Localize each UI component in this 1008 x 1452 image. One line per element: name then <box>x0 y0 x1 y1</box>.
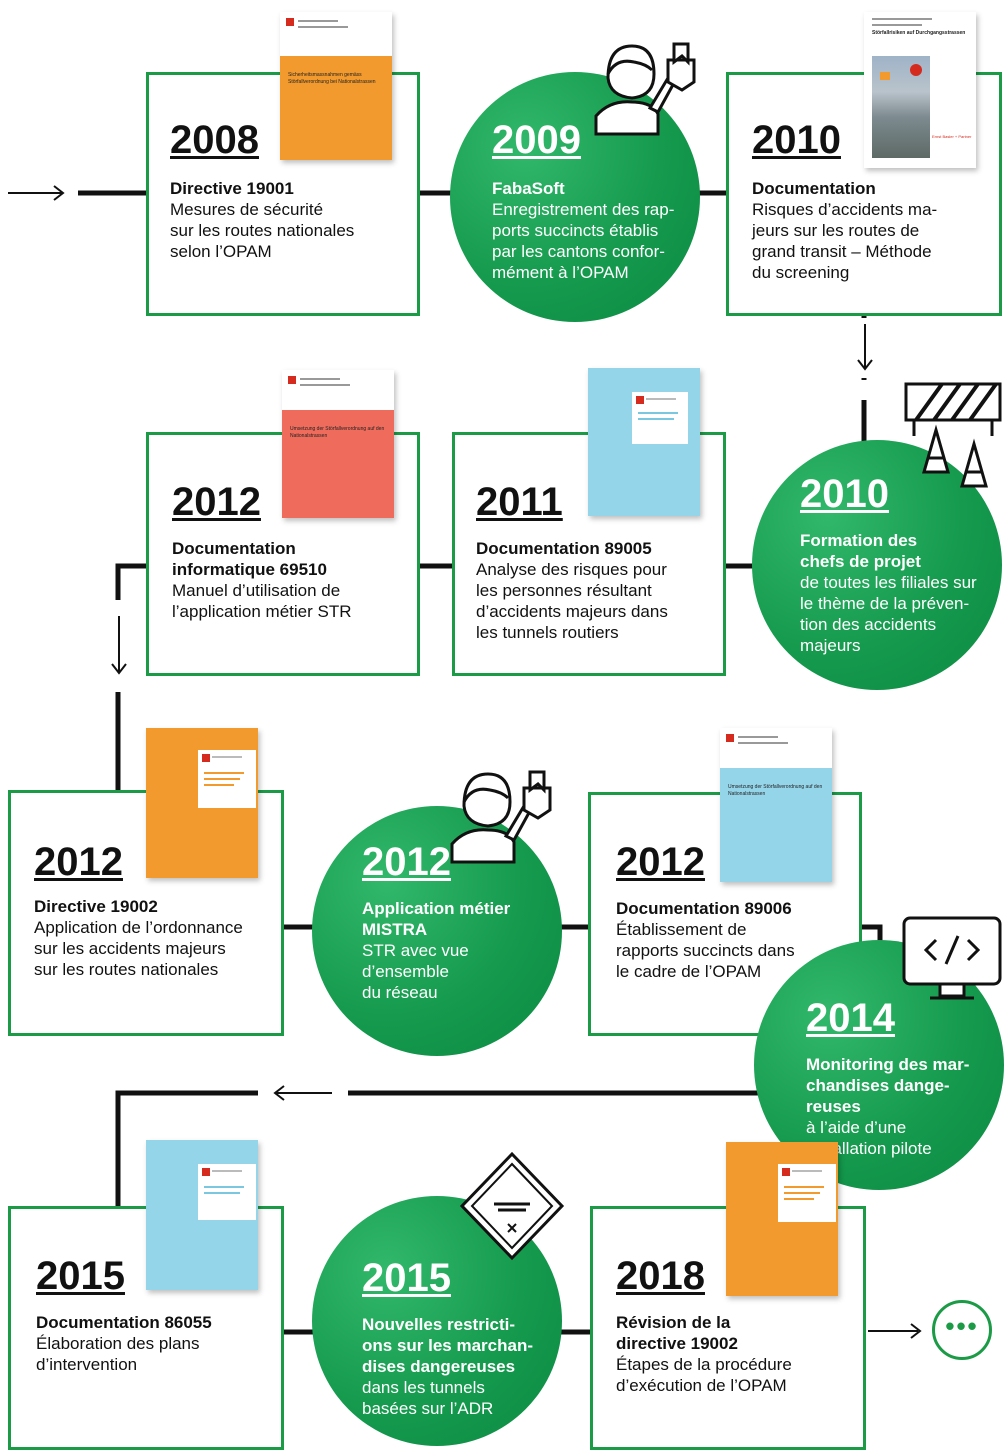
year-label: 2010 <box>800 472 889 516</box>
arrow-right-icon <box>866 1320 926 1342</box>
event-description: STR avec vue d’ensemble du réseau <box>362 941 469 1002</box>
cover-title: Umsetzung der Störfallverordnung auf den… <box>728 784 823 797</box>
event-text-2012-doc: Documentation informatique 69510 Manuel … <box>172 538 412 622</box>
year-label: 2012 <box>362 840 451 884</box>
event-description: Établissement de rapports succincts dans… <box>616 920 795 981</box>
year-label: 2012 <box>616 840 705 884</box>
monitor-code-icon <box>900 914 1004 1006</box>
year-label: 2015 <box>362 1256 451 1300</box>
document-cover-2011 <box>588 368 700 516</box>
event-title: FabaSoft <box>492 179 565 198</box>
cover-title: Umsetzung der Störfallverordnung auf den… <box>290 426 385 439</box>
arrow-right-icon <box>6 182 66 204</box>
event-title: Révision de la directive 19002 <box>616 1313 738 1353</box>
event-description: à l’aide d’une installation pilote <box>806 1118 932 1158</box>
event-description: Application de l’ordonnance sur les acci… <box>34 918 243 979</box>
document-cover-2012a: Umsetzung der Störfallverordnung auf den… <box>282 370 394 518</box>
event-title: Documentation <box>752 179 876 198</box>
event-title: Monitoring des mar- chandises dange- reu… <box>806 1055 970 1116</box>
event-description: Manuel d’utilisation de l’application mé… <box>172 581 352 621</box>
document-cover-2015 <box>146 1140 258 1290</box>
event-description: de toutes les filiales sur le thème de l… <box>800 573 977 655</box>
arrow-left-icon <box>260 1082 346 1104</box>
year-label: 2008 <box>170 118 259 162</box>
hazard-sign-icon <box>458 1150 566 1266</box>
event-text-2011: Documentation 89005 Analyse des risques … <box>476 538 716 643</box>
document-cover-2012c: Umsetzung der Störfallverordnung auf den… <box>720 728 832 882</box>
cover-title: Sicherheitsmassnahmen gemäss Störfallver… <box>288 72 376 85</box>
cover-brand: Ernst Basler + Partner <box>932 134 972 139</box>
event-text-2015-restrictions: Nouvelles restricti- ons sur les marchan… <box>362 1314 562 1419</box>
event-title: Documentation 89005 <box>476 539 652 558</box>
arrow-down-icon <box>850 318 880 378</box>
document-cover-2012b <box>146 728 258 878</box>
event-title: Application métier MISTRA <box>362 899 511 939</box>
year-label: 2012 <box>172 480 261 524</box>
year-label: 2011 <box>476 480 563 524</box>
cover-title: Störfallrisiken auf Durchgangsstrassen <box>872 30 966 36</box>
year-label: 2009 <box>492 118 581 162</box>
more-icon: ••• <box>932 1300 992 1360</box>
event-title: Directive 19002 <box>34 897 158 916</box>
roadblock-icon <box>902 380 1004 490</box>
year-label: 2010 <box>752 118 841 162</box>
event-title: Documentation 89006 <box>616 899 792 918</box>
circle-2012-mistra <box>312 806 562 1056</box>
document-cover-2018 <box>726 1142 838 1296</box>
event-text-2009: FabaSoft Enregistrement des rap- ports s… <box>492 178 692 283</box>
event-description: Élaboration des plans d’intervention <box>36 1334 200 1374</box>
event-description: Enregistrement des rap- ports succincts … <box>492 200 675 282</box>
event-text-2018: Révision de la directive 19002 Étapes de… <box>616 1312 856 1396</box>
event-text-2015-doc: Documentation 86055 Élaboration des plan… <box>36 1312 276 1375</box>
event-text-2008: Directive 19001 Mesures de sécurité sur … <box>170 178 410 262</box>
event-title: Nouvelles restricti- ons sur les marchan… <box>362 1315 534 1376</box>
event-text-2010: Documentation Risques d’accidents ma- je… <box>752 178 992 283</box>
event-description: dans les tunnels basées sur l’ADR <box>362 1378 494 1418</box>
year-label: 2015 <box>36 1254 125 1298</box>
event-description: Risques d’accidents ma- jeurs sur les ro… <box>752 200 938 282</box>
arrow-down-icon <box>104 602 134 690</box>
document-cover-2010: Störfallrisiken auf Durchgangsstrassen E… <box>864 12 976 168</box>
event-text-2010-formation: Formation des chefs de projet de toutes … <box>800 530 1000 656</box>
event-title: Formation des chefs de projet <box>800 531 921 571</box>
event-text-2012-directive: Directive 19002 Application de l’ordonna… <box>34 896 280 980</box>
event-text-2012-89006: Documentation 89006 Établissement de rap… <box>616 898 856 982</box>
event-description: Étapes de la procédure d’exécution de l’… <box>616 1355 792 1395</box>
circle-2010-formation <box>752 440 1002 690</box>
year-label: 2014 <box>806 996 895 1040</box>
event-title: Directive 19001 <box>170 179 294 198</box>
person-drawing-icon <box>590 38 700 136</box>
event-text-2014: Monitoring des mar- chandises dange- reu… <box>806 1054 996 1159</box>
year-label: 2018 <box>616 1254 705 1298</box>
year-label: 2012 <box>34 840 123 884</box>
event-title: Documentation informatique 69510 <box>172 539 327 579</box>
event-text-2012-mistra: Application métier MISTRA STR avec vue d… <box>362 898 552 1003</box>
person-drawing-icon <box>446 766 556 864</box>
event-description: Mesures de sécurité sur les routes natio… <box>170 200 355 261</box>
event-description: Analyse des risques pour les personnes r… <box>476 560 668 642</box>
event-title: Documentation 86055 <box>36 1313 212 1332</box>
document-cover-2008: Sicherheitsmassnahmen gemäss Störfallver… <box>280 12 392 160</box>
